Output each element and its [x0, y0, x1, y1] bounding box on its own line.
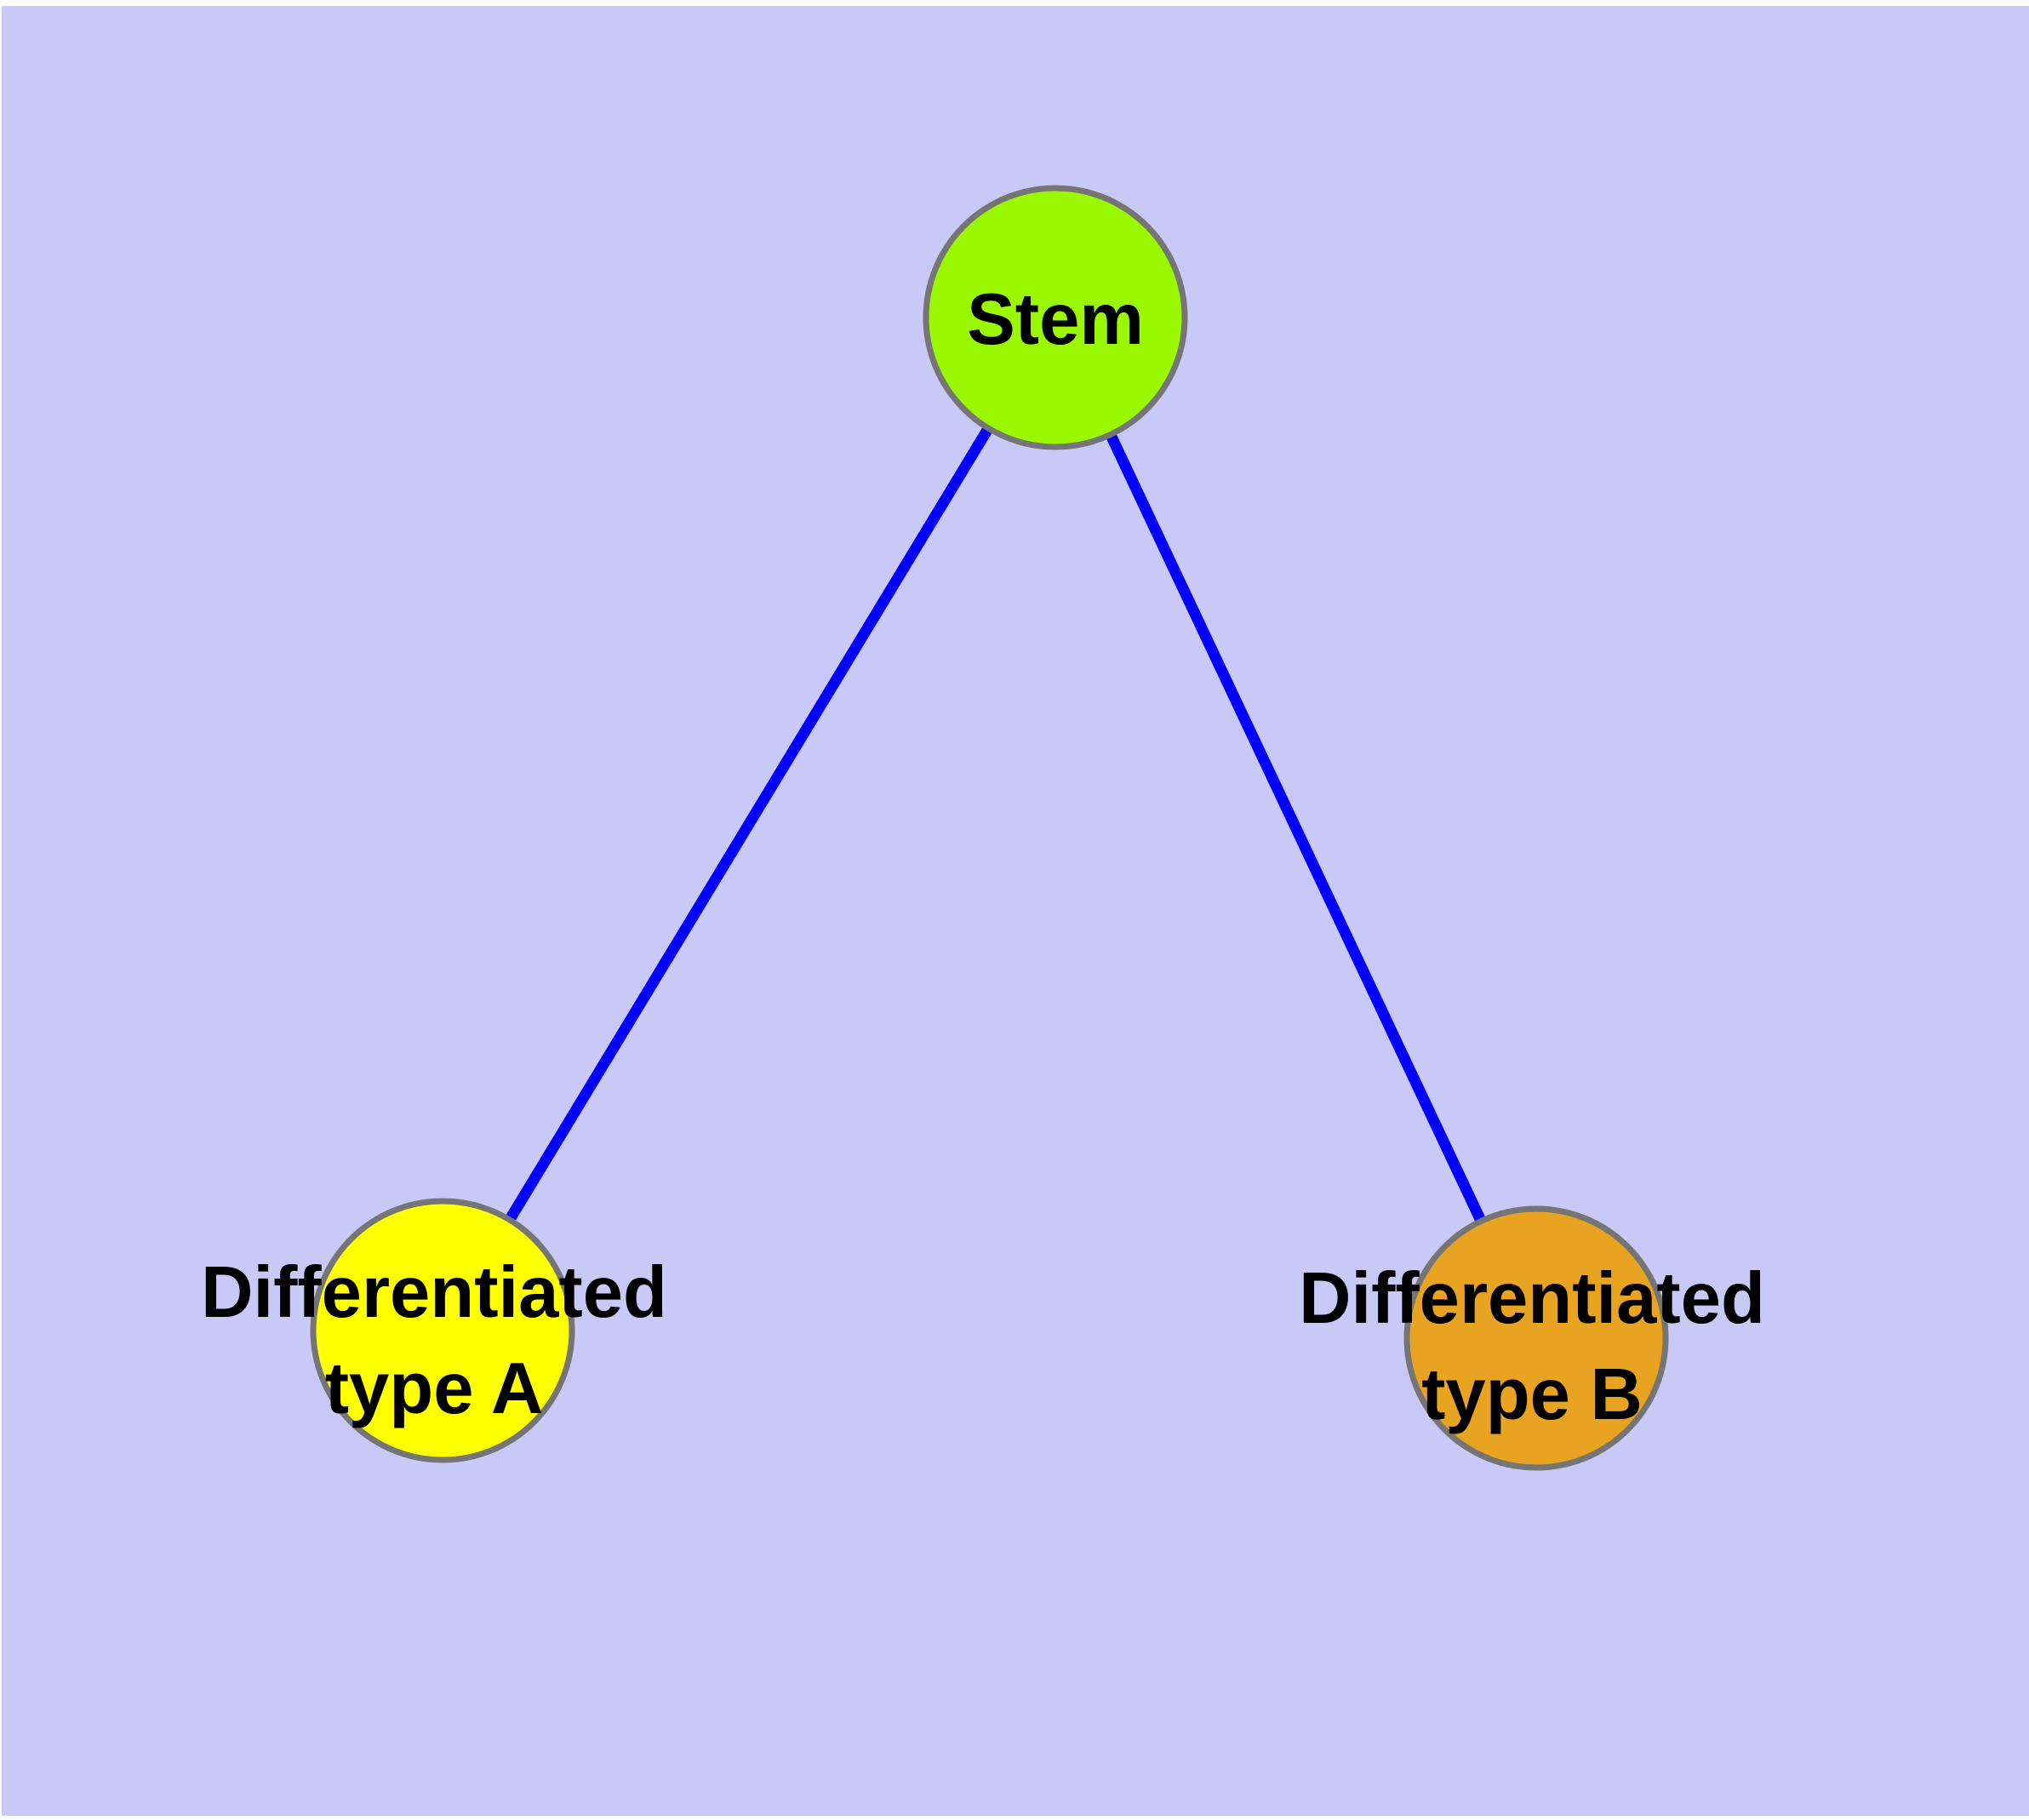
node-stem-label: Stem — [967, 279, 1144, 360]
node-type-a-label-line2: type A — [325, 1348, 544, 1429]
edge-stem-to-type-a — [437, 314, 1060, 1334]
node-type-b-label-line1: Differentiated — [1299, 1258, 1765, 1339]
node-type-a-label-line1: Differentiated — [201, 1252, 667, 1333]
node-type-b-label-line2: type B — [1421, 1354, 1643, 1435]
edge-stem-to-type-b — [1050, 315, 1541, 1341]
node-differentiated-type-a — [310, 1198, 575, 1463]
node-stem — [923, 185, 1188, 450]
node-differentiated-type-b — [1403, 1205, 1669, 1471]
